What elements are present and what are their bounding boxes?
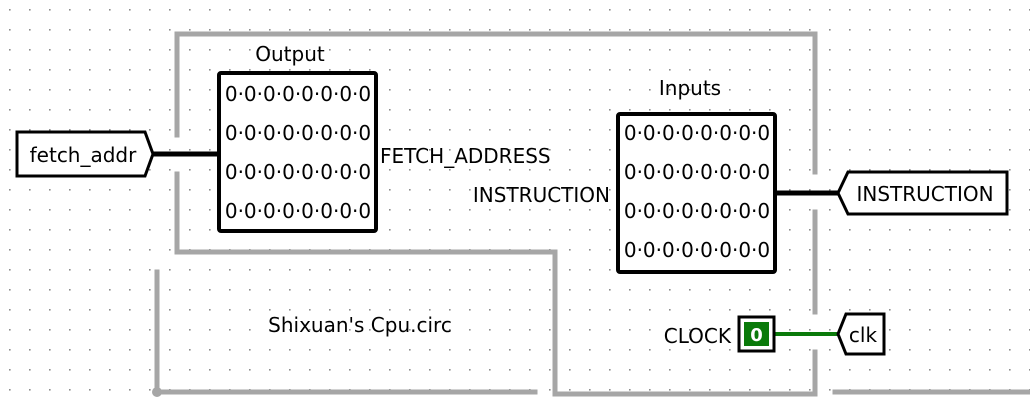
inputs-row: 0·0·0·0·0·0·0·0 [624, 199, 770, 223]
inputs-block[interactable]: 0·0·0·0·0·0·0·0 0·0·0·0·0·0·0·0 0·0·0·0·… [616, 112, 777, 274]
clk-pin[interactable]: clk [836, 312, 886, 356]
subcircuit-boundary [154, 31, 1030, 397]
output-row: 0·0·0·0·0·0·0·0 [225, 82, 371, 106]
instruction-pin[interactable]: INSTRUCTION [836, 170, 1009, 216]
instruction-pin-label: INSTRUCTION [856, 182, 993, 206]
circuit-name-label: Shixuan's Cpu.circ [268, 313, 452, 337]
output-row: 0·0·0·0·0·0·0·0 [225, 160, 371, 184]
fetch-addr-pin-label: fetch_addr [30, 143, 138, 167]
clock-component[interactable]: 0 [737, 315, 776, 353]
instruction-label: INSTRUCTION [473, 183, 610, 207]
clk-pin-label: clk [849, 323, 878, 347]
boundary-junction [152, 387, 162, 397]
inputs-block-title: Inputs [659, 76, 721, 100]
inputs-row: 0·0·0·0·0·0·0·0 [624, 121, 770, 145]
inputs-row: 0·0·0·0·0·0·0·0 [624, 160, 770, 184]
fetch-address-label: FETCH_ADDRESS [380, 144, 551, 168]
clock-value: 0 [750, 325, 763, 346]
clock-label: CLOCK [664, 324, 732, 348]
output-row: 0·0·0·0·0·0·0·0 [225, 199, 371, 223]
fetch-addr-pin[interactable]: fetch_addr [15, 130, 155, 178]
inputs-row: 0·0·0·0·0·0·0·0 [624, 238, 770, 262]
output-block[interactable]: 0·0·0·0·0·0·0·0 0·0·0·0·0·0·0·0 0·0·0·0·… [217, 71, 378, 233]
output-row: 0·0·0·0·0·0·0·0 [225, 121, 371, 145]
output-block-title: Output [255, 42, 325, 66]
